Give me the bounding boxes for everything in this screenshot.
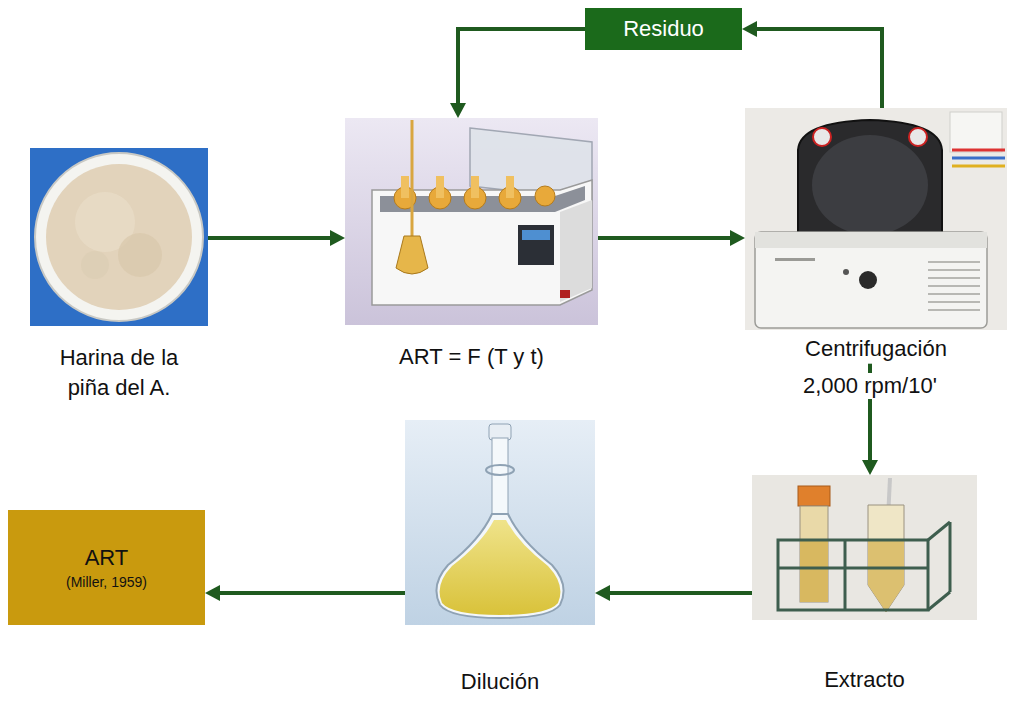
- photo-caption: Centrifugación: [745, 334, 1007, 364]
- connector-line: [458, 29, 585, 105]
- arrow-head: [730, 230, 745, 246]
- arrow-head: [330, 230, 345, 246]
- arrow-head: [862, 460, 878, 475]
- connector-line: [755, 29, 882, 108]
- photo-area: [752, 475, 977, 665]
- photo-node: ART = F (T y t): [345, 118, 598, 372]
- flow-arrow: [450, 29, 585, 118]
- connector-line: [218, 591, 405, 595]
- photo-caption: Dilución: [405, 667, 595, 697]
- photo-node: Harina de la piña del A.: [30, 148, 208, 402]
- flow-arrow: [595, 585, 752, 601]
- arrow-head: [742, 21, 757, 37]
- flow-arrow: [742, 21, 882, 108]
- connector-line: [608, 591, 752, 595]
- box-note: (Miller, 1959): [66, 573, 147, 591]
- edge-label: 2,000 rpm/10': [800, 373, 940, 399]
- tubes-photo: [752, 475, 977, 620]
- flask-photo: [405, 420, 595, 625]
- box-title: Residuo: [623, 15, 704, 44]
- centrifuge-photo: [745, 108, 1007, 330]
- photo-caption: ART = F (T y t): [345, 342, 598, 372]
- arrow-head: [205, 585, 220, 601]
- photo-caption: Extracto: [752, 665, 977, 695]
- arrow-head: [450, 103, 466, 118]
- flow-arrow: [205, 585, 405, 601]
- flow-arrow: [208, 230, 345, 246]
- arrow-head: [595, 585, 610, 601]
- connector-line: [598, 236, 732, 240]
- photo-area: [405, 420, 595, 667]
- photo-caption: Harina de la piña del A.: [44, 343, 194, 402]
- water-bath-photo: [345, 118, 598, 325]
- photo-node: Extracto: [752, 475, 977, 695]
- box-title: ART: [85, 544, 129, 573]
- process-box: ART(Miller, 1959): [8, 510, 205, 625]
- photo-area: [345, 118, 598, 342]
- photo-node: Dilución: [405, 420, 595, 697]
- flour-photo: [30, 148, 208, 326]
- photo-node: Centrifugación: [745, 108, 1007, 364]
- flow-arrow: [598, 230, 745, 246]
- photo-area: [30, 148, 208, 343]
- process-box: Residuo: [585, 8, 742, 50]
- photo-area: [745, 108, 1007, 334]
- connector-line: [208, 236, 332, 240]
